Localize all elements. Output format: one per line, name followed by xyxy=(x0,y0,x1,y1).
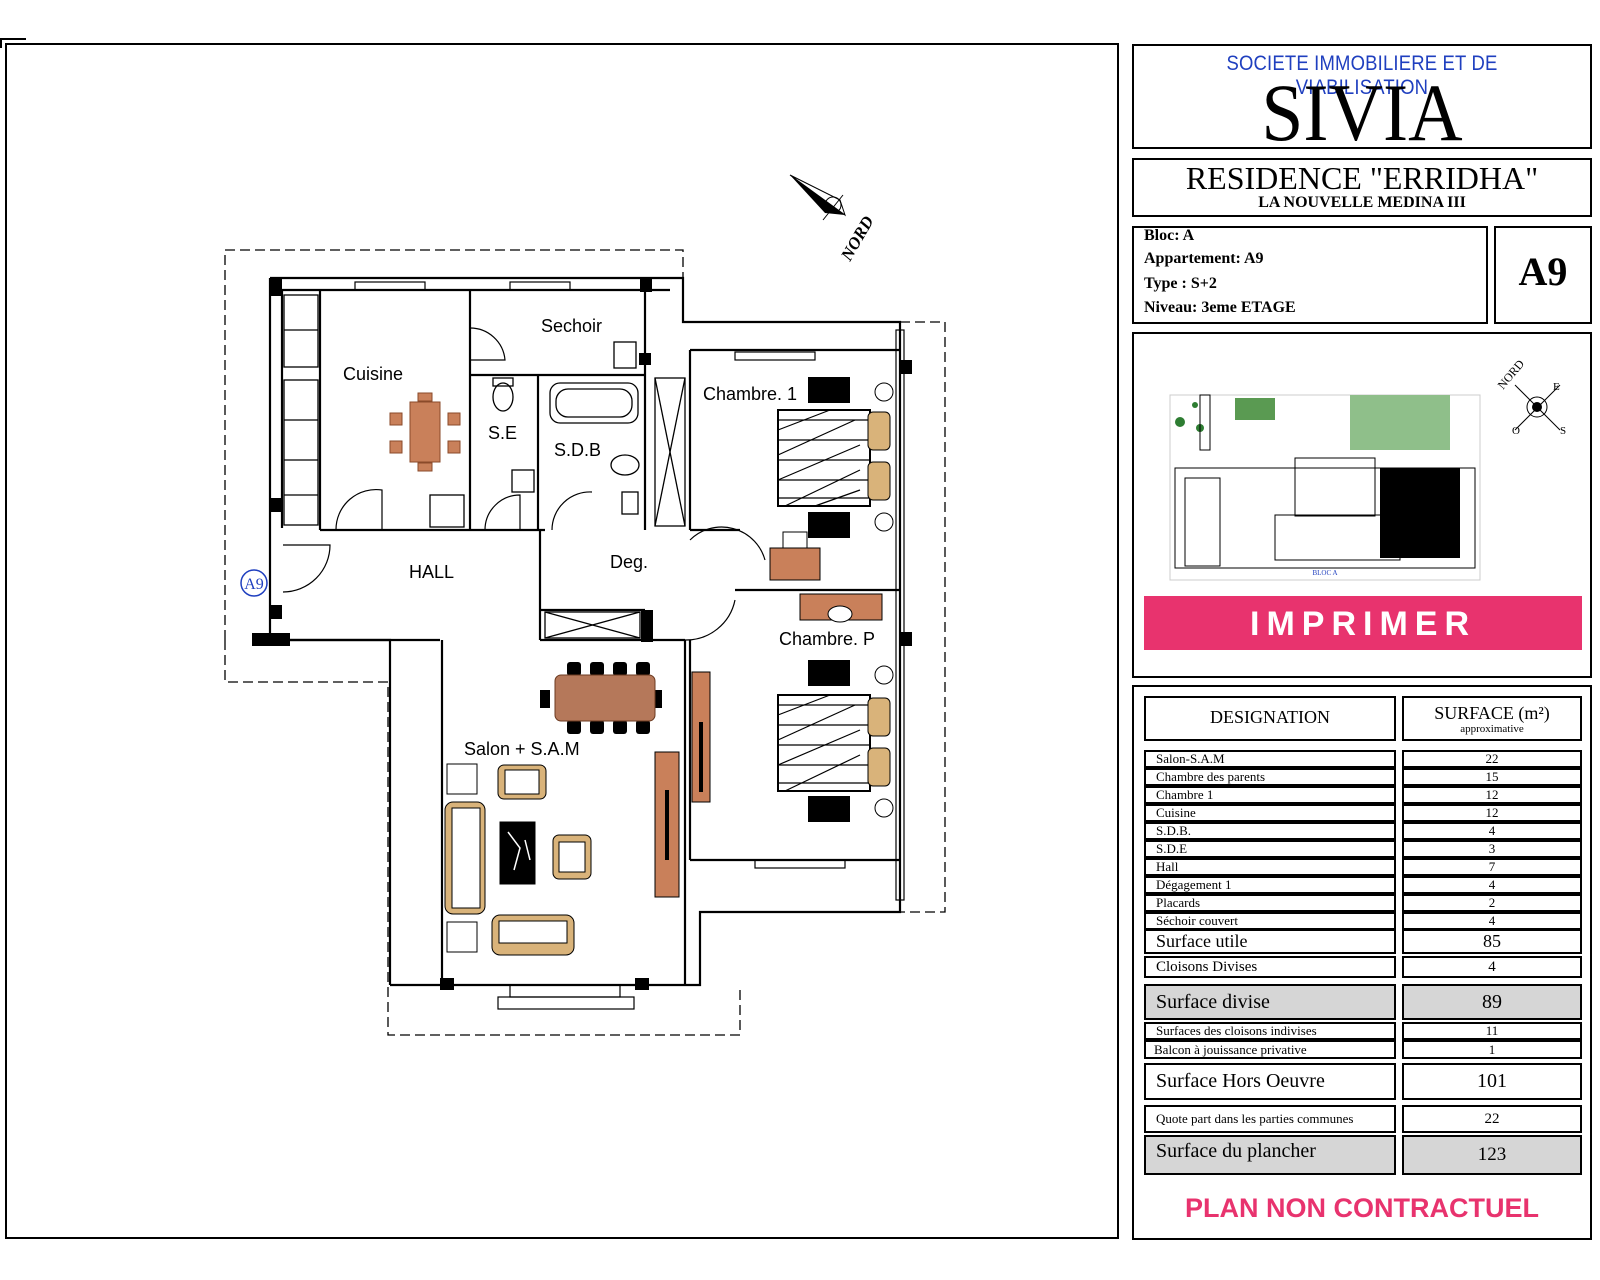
map-greenery xyxy=(1175,395,1450,450)
info-niveau: Niveau: 3eme ETAGE xyxy=(1144,299,1296,316)
north-label-plan: NORD xyxy=(837,213,878,265)
company-name: SIVIA xyxy=(1261,67,1463,158)
corner-mark xyxy=(0,38,26,48)
room-label-se: S.E xyxy=(488,423,517,443)
compass-icon xyxy=(1514,384,1561,431)
room-label-chambrep: Chambre. P xyxy=(779,629,875,649)
row-surface-divise-value: 89 xyxy=(1402,984,1582,1020)
floor-plan: NORD A9 Sechoir Cuisine S.E S.D.B Chambr… xyxy=(224,174,946,1036)
living-furniture xyxy=(444,763,592,956)
table-row-value: 12 xyxy=(1402,804,1582,822)
map-apartment-highlight xyxy=(1380,468,1460,558)
table-row-value: 4 xyxy=(1402,912,1582,930)
bath-fixtures xyxy=(492,377,640,515)
table-row-label: S.D.B. xyxy=(1144,822,1396,840)
table-row-value: 4 xyxy=(1402,876,1582,894)
row-cloisons-label: Cloisons Divises xyxy=(1144,956,1396,978)
apartment-info: Bloc: A Appartement: A9 Type : S+2 Nivea… xyxy=(1132,226,1488,324)
table-row-value: 3 xyxy=(1402,840,1582,858)
company-header: SOCIETE IMMOBILIERE ET DE VIABILISATION … xyxy=(1132,44,1592,158)
row-surface-utile-label: Surface utile xyxy=(1144,929,1396,954)
row-quote-part-label: Quote part dans les parties communes xyxy=(1144,1105,1396,1133)
location-map: BLOC A NORD E S O xyxy=(1169,357,1566,581)
table-row-label: Hall xyxy=(1144,858,1396,876)
room-label-hall: HALL xyxy=(409,562,454,582)
table-row-label: Dégagement 1 xyxy=(1144,876,1396,894)
info-type: Type : S+2 xyxy=(1144,275,1217,292)
compass-north-label: NORD xyxy=(1495,357,1528,392)
row-plancher-value: 123 xyxy=(1402,1135,1582,1175)
info-appartement: Appartement: A9 xyxy=(1144,250,1264,267)
room-label-sdb: S.D.B xyxy=(554,440,601,460)
table-row-value: 12 xyxy=(1402,786,1582,804)
location-map-panel xyxy=(1132,332,1592,678)
dining-table xyxy=(540,662,662,734)
room-label-salon: Salon + S.A.M xyxy=(464,739,580,759)
row-quote-part-value: 22 xyxy=(1402,1105,1582,1133)
table-row-value: 7 xyxy=(1402,858,1582,876)
kitchen-table xyxy=(389,392,461,472)
table-row-value: 15 xyxy=(1402,768,1582,786)
table-row-value: 22 xyxy=(1402,750,1582,768)
bed-chambre1 xyxy=(769,377,894,581)
table-header-designation: DESIGNATION xyxy=(1144,696,1396,741)
residence-header: RESIDENCE "ERRIDHA" LA NOUVELLE MEDINA I… xyxy=(1132,158,1592,217)
table-header-surface-sub: approximative xyxy=(1460,723,1524,735)
north-arrow-plan xyxy=(789,174,846,221)
doors xyxy=(282,327,766,641)
map-bloc-label: BLOC A xyxy=(1312,569,1337,577)
table-row-label: Chambre des parents xyxy=(1144,768,1396,786)
compass-s-label: S xyxy=(1560,425,1566,437)
row-surface-utile-value: 85 xyxy=(1402,929,1582,954)
table-row-value: 4 xyxy=(1402,822,1582,840)
table-row-label: Placards xyxy=(1144,894,1396,912)
row-surface-divise-label: Surface divise xyxy=(1144,984,1396,1020)
row-balcon-value: 1 xyxy=(1402,1040,1582,1059)
disclaimer: PLAN NON CONTRACTUEL xyxy=(1185,1193,1539,1223)
room-label-sechoir: Sechoir xyxy=(541,316,602,336)
room-label-cuisine: Cuisine xyxy=(343,364,403,384)
compass-o-label: O xyxy=(1512,425,1520,437)
surface-table xyxy=(1132,685,1592,1240)
table-row-label: Cuisine xyxy=(1144,804,1396,822)
row-hors-oeuvre-value: 101 xyxy=(1402,1063,1582,1100)
residence-name: RESIDENCE "ERRIDHA" xyxy=(1185,160,1539,196)
placards xyxy=(544,377,686,639)
table-header-surface-label: SURFACE (m²) xyxy=(1434,703,1550,723)
apartment-code: A9 xyxy=(1518,249,1568,294)
row-hors-oeuvre-label: Surface Hors Oeuvre xyxy=(1144,1063,1396,1100)
room-label-chambre1: Chambre. 1 xyxy=(703,384,797,404)
windows xyxy=(354,281,905,1010)
row-balcon-label: Balcon à jouissance privative xyxy=(1144,1040,1396,1059)
room-label-deg: Deg. xyxy=(610,552,648,572)
table-header-surface: SURFACE (m²) approximative xyxy=(1402,696,1582,741)
columns xyxy=(252,278,912,990)
wall-units xyxy=(654,671,711,898)
print-button[interactable]: IMPRIMER xyxy=(1144,596,1582,650)
table-row-value: 2 xyxy=(1402,894,1582,912)
kitchen-counter xyxy=(283,294,465,528)
table-row-label: Séchoir couvert xyxy=(1144,912,1396,930)
walls xyxy=(268,276,902,987)
compass-e-label: E xyxy=(1553,381,1560,393)
table-row-label: Chambre 1 xyxy=(1144,786,1396,804)
info-bloc: Bloc: A xyxy=(1144,227,1195,244)
apartment-code-box: A9 xyxy=(1494,226,1592,324)
balcony-outline xyxy=(224,249,946,1036)
company-tagline: SOCIETE IMMOBILIERE ET DE VIABILISATION xyxy=(1226,52,1498,99)
row-plancher-label: Surface du plancher xyxy=(1144,1135,1396,1175)
bed-chambrep xyxy=(777,593,894,822)
residence-subtitle: LA NOUVELLE MEDINA III xyxy=(1258,194,1466,211)
plan-frame xyxy=(5,43,1119,1239)
row-cloisons-indivises-label: Surfaces des cloisons indivises xyxy=(1144,1022,1396,1040)
row-cloisons-value: 4 xyxy=(1402,956,1582,978)
table-row-label: S.D.E xyxy=(1144,840,1396,858)
row-cloisons-indivises-value: 11 xyxy=(1402,1022,1582,1040)
table-row-label: Salon-S.A.M xyxy=(1144,750,1396,768)
door-marker-a9: A9 xyxy=(244,576,264,593)
